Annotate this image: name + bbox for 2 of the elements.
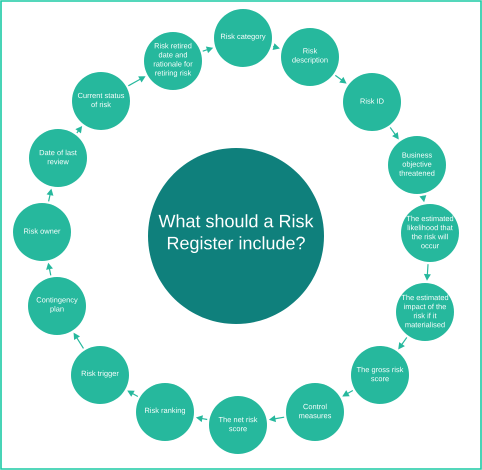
arrow <box>390 127 399 140</box>
arrow <box>398 337 408 350</box>
